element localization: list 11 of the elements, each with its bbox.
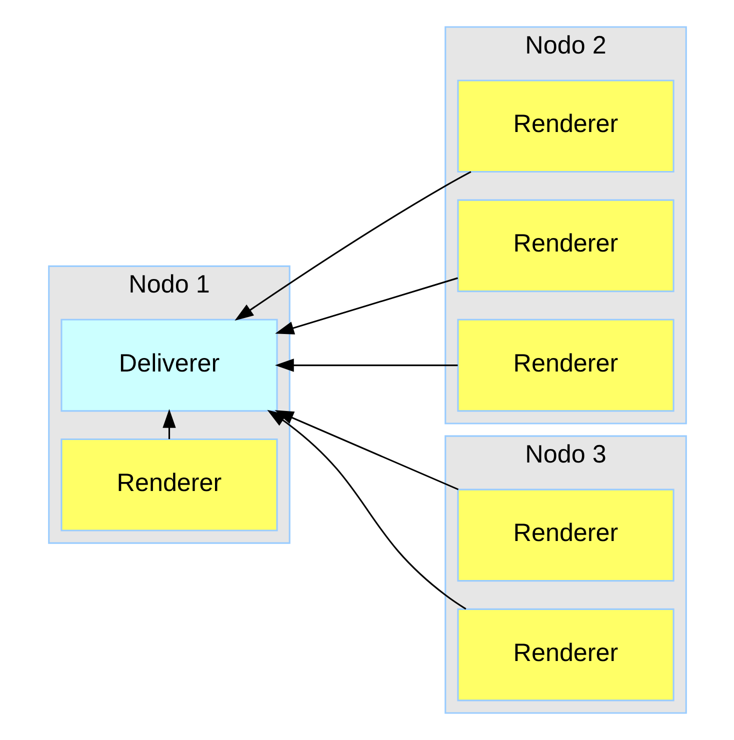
node-box: Renderer xyxy=(60,438,278,532)
node-box: Renderer xyxy=(456,80,674,173)
arrow xyxy=(274,277,458,334)
node-box: Renderer xyxy=(456,488,674,582)
node-box: Deliverer xyxy=(60,318,278,412)
arrow xyxy=(234,171,471,321)
node-box: Renderer xyxy=(456,318,674,412)
node-box: Renderer xyxy=(456,199,674,292)
arrow xyxy=(162,409,176,440)
node-box: Renderer xyxy=(456,608,674,702)
arrow xyxy=(274,358,458,372)
